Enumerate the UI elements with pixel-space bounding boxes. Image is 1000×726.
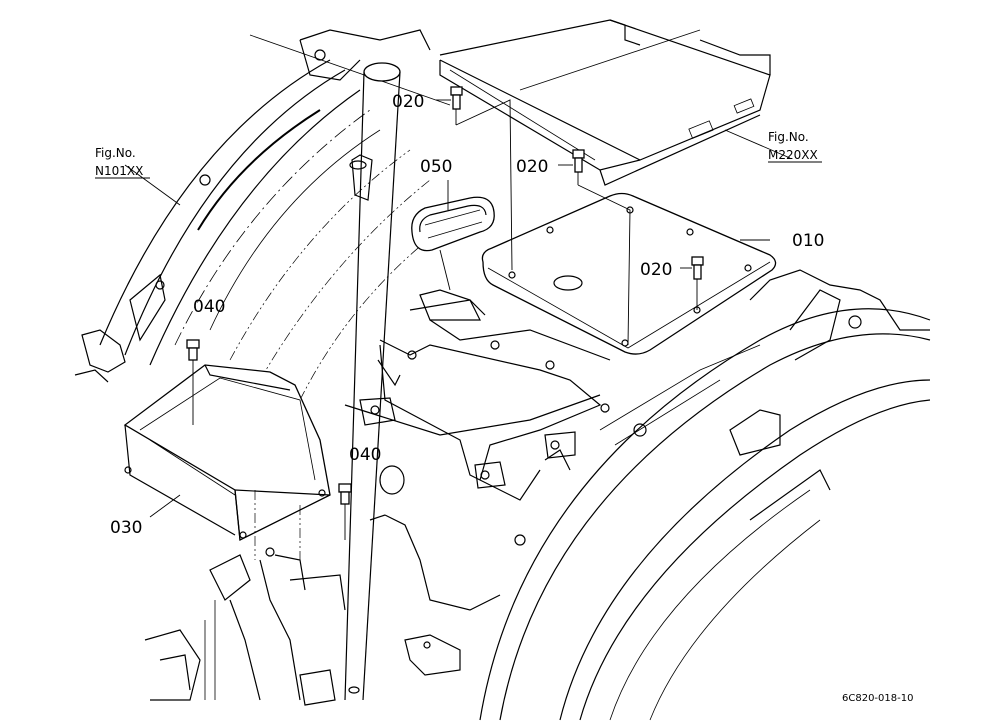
bolt-020-lower <box>691 256 704 310</box>
bolt-020-middle <box>572 149 585 185</box>
label-040-right: 040 <box>349 445 381 465</box>
fig-ref-left-line1: Fig.No. <box>95 146 136 160</box>
label-030: 030 <box>110 518 142 538</box>
label-040-left: 040 <box>193 297 225 317</box>
part-050-grommet <box>411 196 495 252</box>
upper-frame <box>249 19 771 186</box>
part-030-cover <box>123 364 331 560</box>
bolt-040-right <box>338 483 352 540</box>
right-fender <box>479 269 931 721</box>
label-010: 010 <box>792 231 824 251</box>
left-fender <box>74 59 441 401</box>
fig-ref-right-line2: M220XX <box>768 148 818 162</box>
leader-lines <box>124 99 791 518</box>
fig-ref-right-line1: Fig.No. <box>768 130 809 144</box>
label-020-middle: 020 <box>516 157 548 177</box>
fig-ref-left-line2: N101XX <box>95 164 143 178</box>
vertical-post <box>344 62 401 701</box>
bolt-040-left <box>186 339 200 425</box>
bolt-020-top <box>450 86 463 125</box>
label-020-lower: 020 <box>640 260 672 280</box>
lower-left-assembly <box>144 547 346 706</box>
label-050: 050 <box>420 157 452 177</box>
floor-frame <box>344 289 611 676</box>
drawing-code: 6C820-018-10 <box>842 693 913 704</box>
label-020-top: 020 <box>392 92 424 112</box>
